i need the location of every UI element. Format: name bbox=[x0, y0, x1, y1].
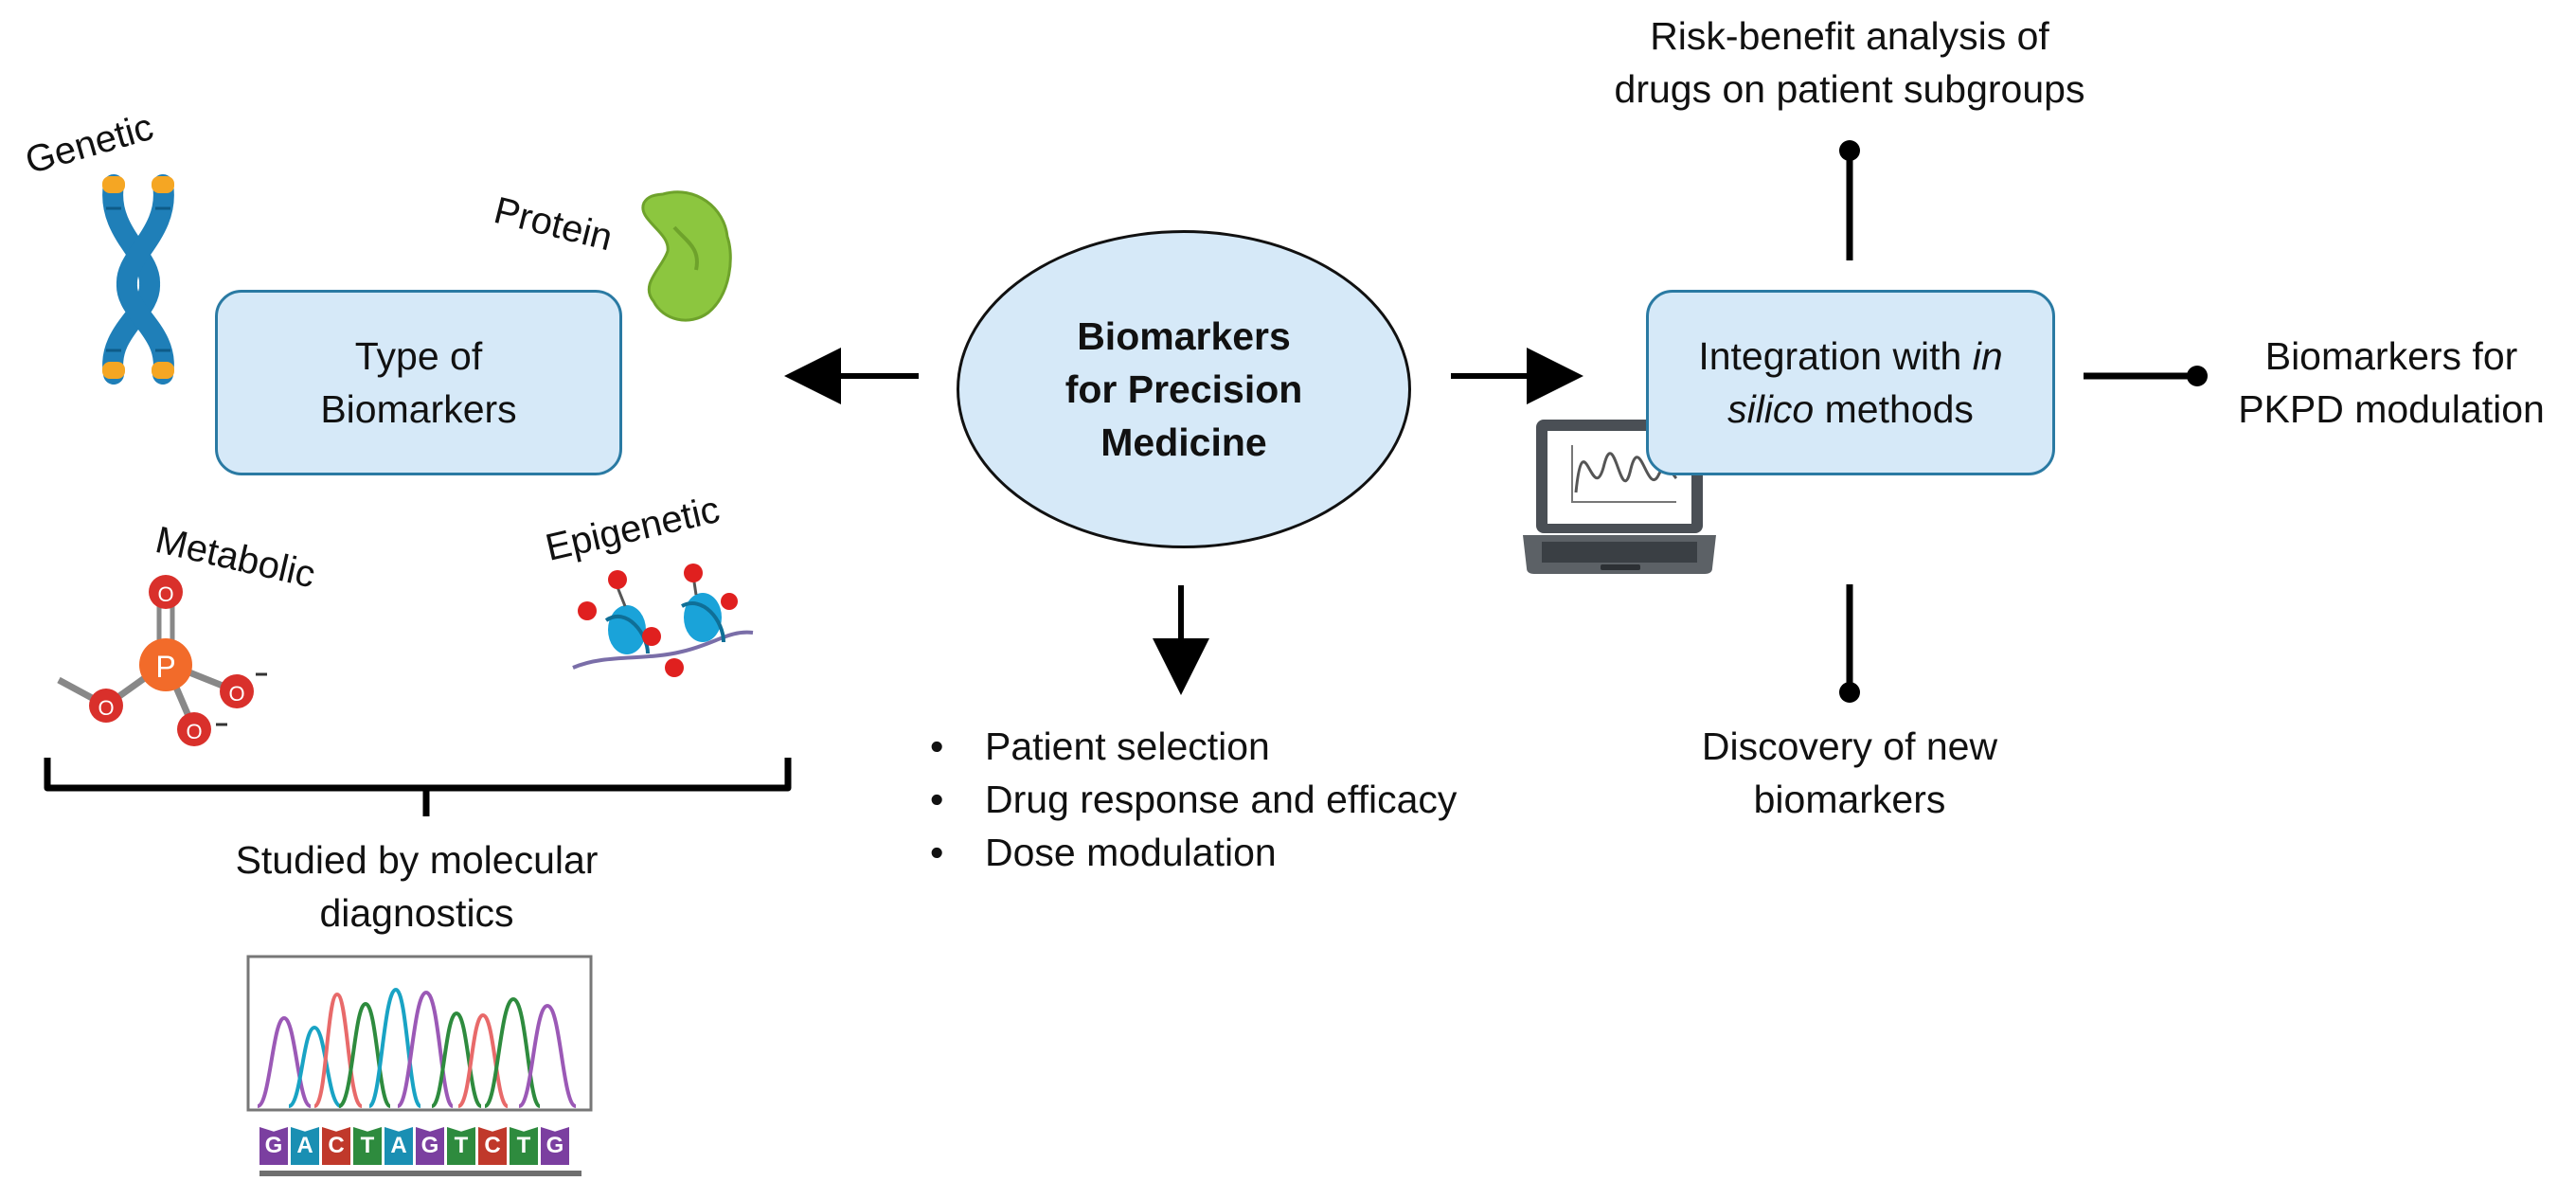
phosphate-icon: P O O O O bbox=[57, 575, 267, 746]
sequence-letter: T bbox=[353, 1127, 382, 1165]
sequence-letter: G bbox=[541, 1127, 569, 1165]
phosphorus-label: P bbox=[155, 650, 175, 684]
type-box-line1: Type of bbox=[354, 334, 483, 378]
list-item: Drug response and efficacy bbox=[930, 773, 1457, 826]
central-title-line1: Biomarkers bbox=[1077, 314, 1291, 358]
sequence-letter: C bbox=[478, 1127, 507, 1165]
integration-box: Integration with in silico methods bbox=[1646, 290, 2055, 475]
applications-list: Patient selection Drug response and effi… bbox=[930, 720, 1457, 879]
studied-by-text: Studied by molecular diagnostics bbox=[235, 838, 599, 935]
integration-italic-in: in bbox=[1972, 334, 2003, 378]
sequence-letter: T bbox=[447, 1127, 475, 1165]
svg-text:O: O bbox=[228, 682, 244, 706]
central-title-line2: for Precision bbox=[1064, 367, 1303, 411]
sequence-letter: C bbox=[322, 1127, 350, 1165]
svg-text:O: O bbox=[98, 696, 114, 720]
sequence-letter: T bbox=[510, 1127, 538, 1165]
nucleosome-icon bbox=[572, 564, 754, 677]
central-title-line3: Medicine bbox=[1100, 421, 1267, 464]
chromosome-icon bbox=[102, 174, 174, 385]
chromatogram-icon bbox=[246, 955, 593, 1112]
pkpd-text: Biomarkers for PKPD modulation bbox=[2238, 334, 2545, 431]
integration-suffix: methods bbox=[1814, 387, 1974, 431]
central-ellipse: Biomarkers for Precision Medicine bbox=[957, 230, 1411, 548]
protein-icon bbox=[641, 190, 732, 322]
svg-text:O: O bbox=[186, 720, 202, 743]
type-box-line2: Biomarkers bbox=[320, 387, 517, 431]
connector-pkpd bbox=[2084, 366, 2208, 386]
integration-italic-silico: silico bbox=[1727, 387, 1815, 431]
risk-benefit-text: Risk-benefit analysis of drugs on patien… bbox=[1614, 14, 2085, 111]
list-item: Dose modulation bbox=[930, 826, 1457, 879]
svg-text:O: O bbox=[157, 582, 173, 606]
sequence-letter: G bbox=[416, 1127, 444, 1165]
type-of-biomarkers-box: Type of Biomarkers bbox=[215, 290, 622, 475]
connector-discovery bbox=[1839, 584, 1860, 703]
integration-prefix: Integration with bbox=[1698, 334, 1973, 378]
list-item: Patient selection bbox=[930, 720, 1457, 773]
sequence-letter: G bbox=[259, 1127, 288, 1165]
discovery-text: Discovery of new biomarkers bbox=[1701, 725, 1998, 821]
connector-risk-benefit bbox=[1839, 140, 1860, 260]
bracket bbox=[44, 758, 792, 816]
sequence-letter: A bbox=[385, 1127, 413, 1165]
sequence-letter: A bbox=[291, 1127, 319, 1165]
